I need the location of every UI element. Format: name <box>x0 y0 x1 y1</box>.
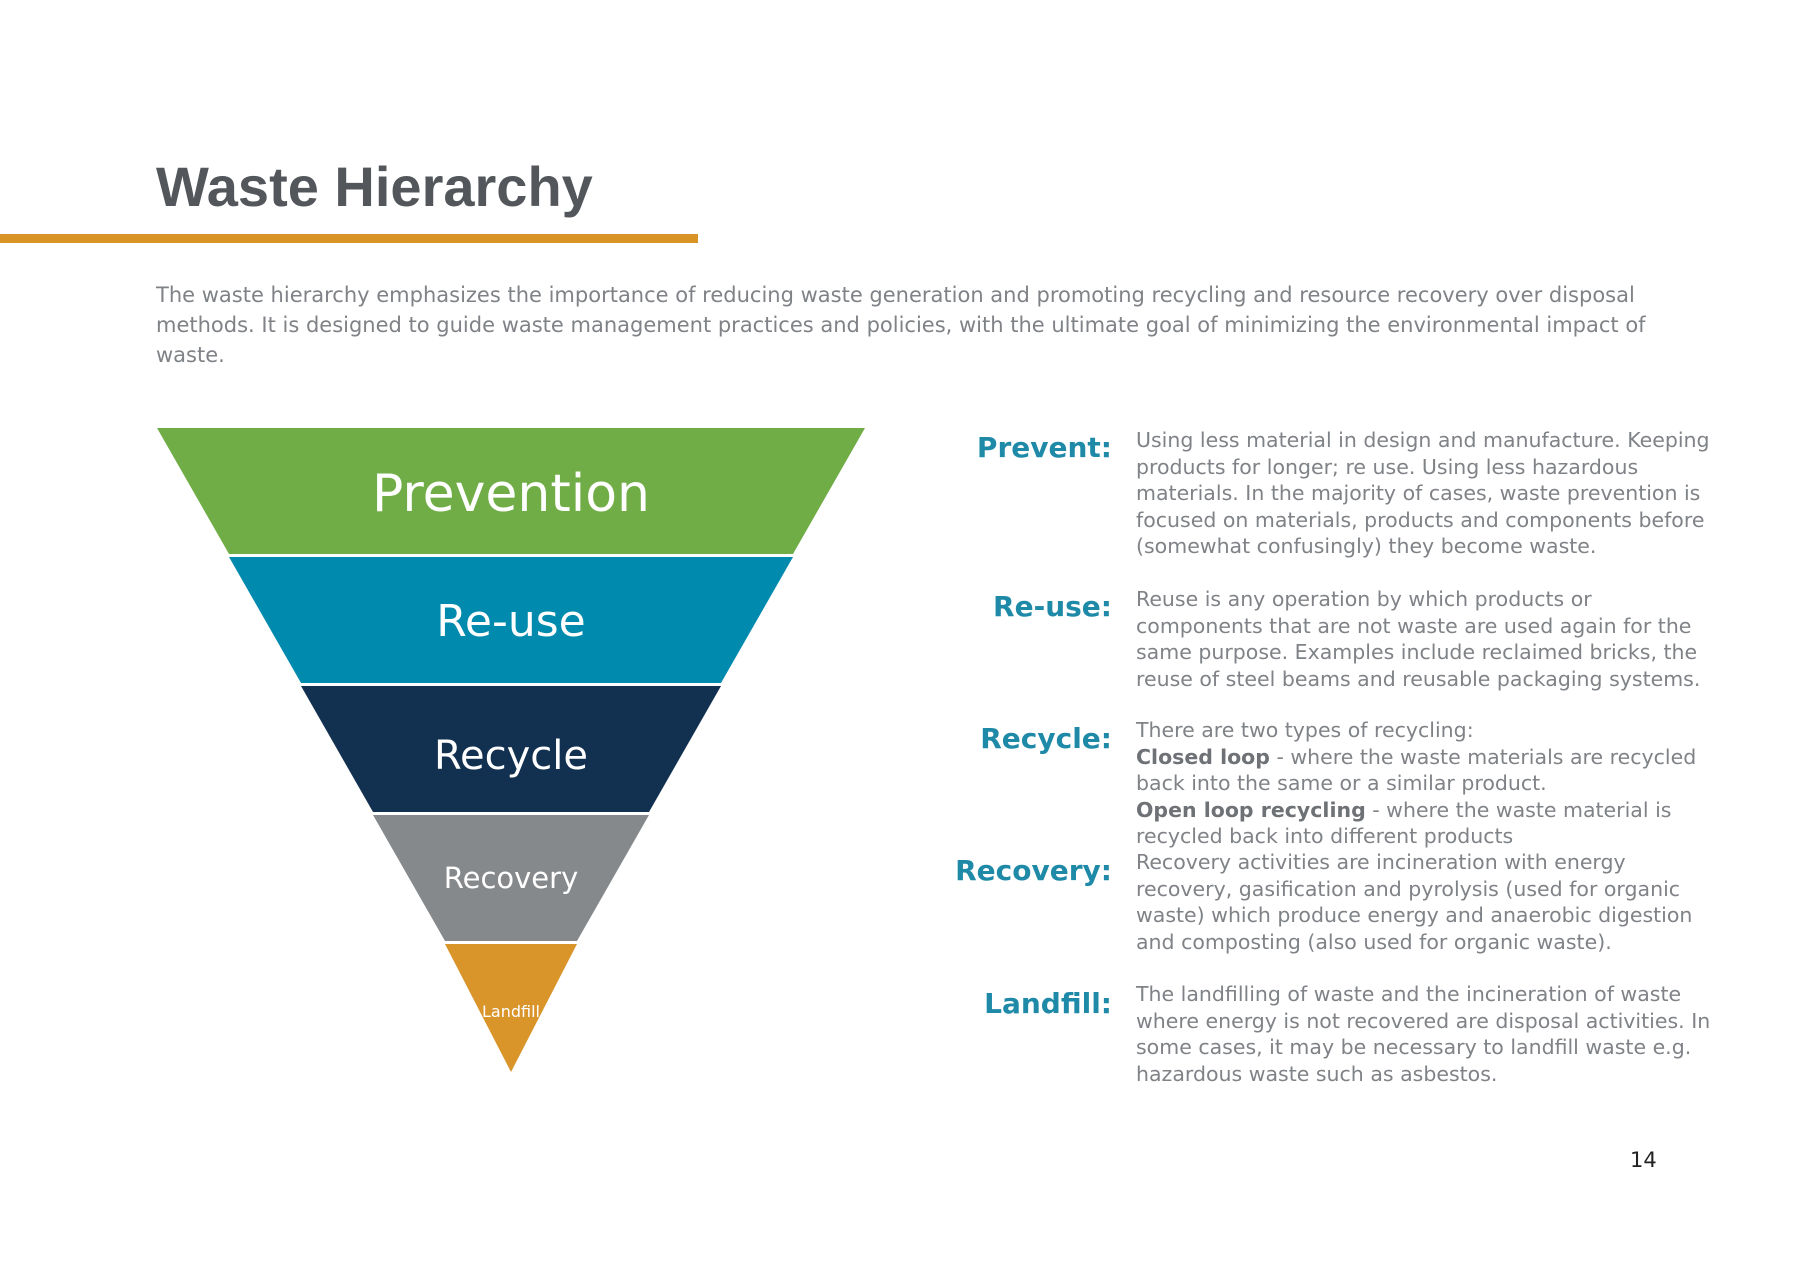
level-prevention <box>157 428 865 554</box>
open-loop-text: - where the waste material is recycled b… <box>1136 797 1672 849</box>
desc-prevent: Using less material in design and manufa… <box>1136 428 1710 558</box>
closed-loop-text: - where the waste materials are recycled… <box>1136 744 1697 796</box>
term-recycle: Recycle: <box>980 722 1112 755</box>
intro-paragraph: The waste hierarchy emphasizes the impor… <box>156 283 1646 367</box>
term-recovery: Recovery: <box>955 854 1112 887</box>
desc-landfill: The landfilling of waste and the inciner… <box>1136 982 1711 1086</box>
desc-recycle: There are two types of recycling: Closed… <box>1136 717 1720 850</box>
open-loop-label: Open loop recycling <box>1136 797 1366 822</box>
level-label-recycle: Recycle <box>434 733 588 779</box>
level-recycle <box>301 686 721 812</box>
waste-hierarchy-pyramid: Prevention Re-use Recycle Recovery Landf… <box>157 428 865 1072</box>
page-title: Waste Hierarchy <box>156 155 593 218</box>
title-underline <box>0 234 698 243</box>
level-label-recovery: Recovery <box>444 861 578 895</box>
level-label-prevention: Prevention <box>372 464 650 524</box>
page-number: 14 <box>1630 1148 1657 1172</box>
recycle-intro: There are two types of recycling: <box>1136 718 1474 742</box>
desc-reuse: Reuse is any operation by which products… <box>1136 587 1701 691</box>
term-prevent: Prevent: <box>976 431 1112 464</box>
level-recovery <box>373 815 649 941</box>
closed-loop-label: Closed loop <box>1136 744 1270 769</box>
level-reuse <box>229 557 793 683</box>
term-reuse: Re-use: <box>993 590 1112 623</box>
level-label-landfill: Landfill <box>482 1002 540 1021</box>
level-landfill <box>445 944 577 1072</box>
desc-recovery: Recovery activities are incineration wit… <box>1136 850 1693 954</box>
term-landfill: Landfill: <box>984 987 1112 1020</box>
level-label-reuse: Re-use <box>436 596 585 647</box>
